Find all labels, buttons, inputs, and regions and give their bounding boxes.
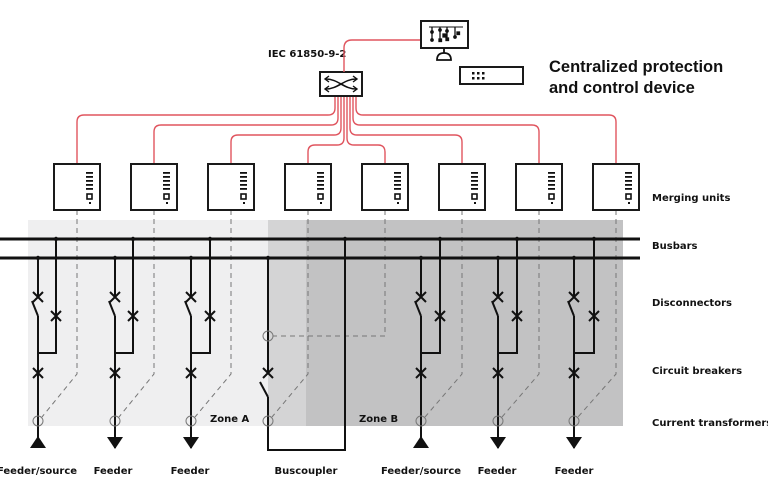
ct-signal-line — [118, 210, 155, 418]
process-bus-line — [349, 96, 463, 164]
circuit-breaker-icon — [32, 367, 44, 379]
ct-signal-line — [424, 210, 463, 418]
source-arrow-icon — [413, 436, 429, 448]
ct-signal-line — [577, 210, 617, 418]
process-bus-line — [230, 96, 342, 164]
circuit-breaker-icon — [262, 367, 274, 379]
current-transformer-icon — [415, 415, 427, 427]
feeder-bay — [30, 236, 62, 448]
zone-b-label: Zone B — [359, 414, 398, 425]
current-transformer-icon — [32, 415, 44, 427]
current-transformer-icon — [262, 330, 274, 342]
bay-label: Buscoupler — [275, 466, 338, 477]
process-bus-line — [355, 96, 617, 164]
current-transformer-icon — [185, 415, 197, 427]
bay-labels: Feeder/source Feeder Feeder Buscoupler Feede… — [0, 466, 593, 477]
ct-signal-line — [501, 210, 540, 418]
circuit-breaker-icon — [492, 291, 504, 303]
circuit-breaker-icon — [492, 367, 504, 379]
feeder-bay — [183, 236, 216, 449]
protocol-label: IEC 61850-9-2 — [268, 49, 346, 60]
process-bus-line — [153, 96, 339, 164]
feeder-arrow-icon — [107, 437, 123, 449]
disconnector-icon — [491, 300, 499, 317]
ethernet-switch-icon — [319, 71, 363, 97]
label-circuit-breakers: Circuit breakers — [652, 366, 742, 377]
circuit-breaker-icon — [185, 291, 197, 303]
zone-b-area — [306, 220, 623, 426]
merging-unit — [592, 163, 640, 211]
disconnector-icon — [184, 300, 192, 317]
bay-label: Feeder — [555, 466, 594, 477]
feeder-arrow-icon — [490, 437, 506, 449]
merging-unit — [438, 163, 486, 211]
hmi-monitor-icon — [420, 20, 469, 61]
title-line-2: and control device — [549, 79, 695, 97]
feeder-bay — [413, 236, 446, 448]
process-bus-line — [76, 96, 336, 164]
label-merging-units: Merging units — [652, 193, 730, 204]
merging-units — [53, 163, 640, 211]
source-arrow-icon — [30, 436, 46, 448]
zone-overlap-area — [268, 220, 306, 426]
circuit-breaker-icon — [32, 291, 44, 303]
circuit-breaker-icon — [415, 291, 427, 303]
disconnector-icon — [259, 381, 269, 398]
circuit-breaker-icon — [415, 367, 427, 379]
disconnector-icon — [108, 300, 116, 317]
process-bus-lines — [76, 96, 617, 164]
ct-signal-line — [271, 210, 309, 418]
label-disconnectors: Disconnectors — [652, 298, 732, 309]
merging-unit — [130, 163, 178, 211]
zone-a-area — [28, 220, 306, 426]
ct-signal-line — [194, 210, 232, 418]
current-transformer-icon — [109, 415, 121, 427]
ct-signal-lines — [41, 210, 617, 418]
bay-label: Feeder — [94, 466, 133, 477]
feeder-arrow-icon — [183, 437, 199, 449]
merging-unit — [515, 163, 563, 211]
protection-ied-icon — [459, 66, 524, 85]
disconnector-icon — [414, 300, 422, 317]
circuit-breaker-icon — [109, 291, 121, 303]
current-transformer-icon — [262, 415, 274, 427]
disconnector-icon — [567, 300, 575, 317]
circuit-breaker-icon — [109, 367, 121, 379]
merging-unit — [284, 163, 332, 211]
buscoupler-bay — [259, 236, 348, 451]
bay-label: Feeder — [478, 466, 517, 477]
process-bus-line — [307, 96, 345, 164]
bay-label: Feeder/source — [381, 466, 461, 477]
process-bus-line — [346, 96, 386, 164]
bay-label: Feeder/source — [0, 466, 77, 477]
title-line-1: Centralized protection — [549, 58, 723, 76]
feeder-arrow-icon — [566, 437, 582, 449]
bay-label: Feeder — [171, 466, 210, 477]
merging-unit — [207, 163, 255, 211]
bays — [30, 236, 600, 451]
label-current-transformers: Current transformers — [652, 418, 768, 429]
ct-signal-line — [273, 210, 386, 337]
merging-unit — [361, 163, 409, 211]
circuit-breaker-icon — [568, 291, 580, 303]
feeder-bay — [566, 236, 600, 449]
circuit-breaker-icon — [568, 367, 580, 379]
disconnector-icon — [31, 300, 39, 317]
ct-signal-line — [41, 210, 78, 418]
merging-unit — [53, 163, 101, 211]
current-transformer-icon — [568, 415, 580, 427]
label-busbars: Busbars — [652, 241, 698, 252]
feeder-bay — [107, 236, 139, 449]
process-bus-line — [352, 96, 540, 164]
zone-a-label: Zone A — [210, 414, 250, 425]
feeder-bay — [490, 236, 523, 449]
circuit-breaker-icon — [185, 367, 197, 379]
current-transformer-icon — [492, 415, 504, 427]
